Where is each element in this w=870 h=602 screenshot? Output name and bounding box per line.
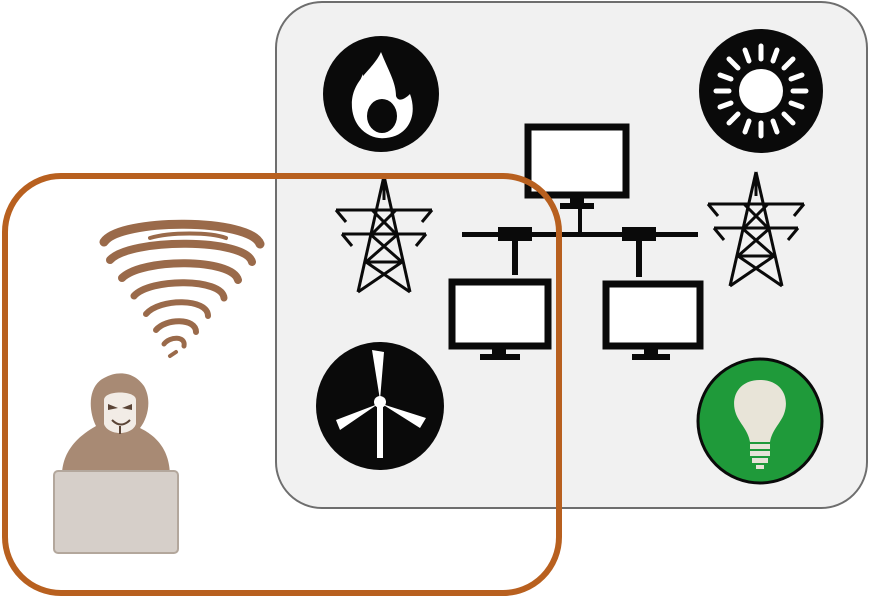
monitor-icon — [524, 123, 630, 209]
monitor-icon — [602, 280, 704, 360]
computer-network-icon — [448, 123, 704, 360]
transmission-tower-icon — [706, 171, 806, 288]
threat-frame — [2, 173, 562, 596]
laptop-icon — [53, 470, 179, 554]
transmission-tower-icon — [334, 175, 434, 294]
sun-icon — [699, 29, 823, 153]
wind-turbine-icon — [316, 342, 444, 470]
monitor-icon — [448, 278, 552, 360]
light-bulb-icon — [696, 357, 824, 485]
tornado-icon — [99, 219, 265, 358]
fire-icon — [323, 36, 439, 152]
hacker-icon — [62, 373, 170, 476]
